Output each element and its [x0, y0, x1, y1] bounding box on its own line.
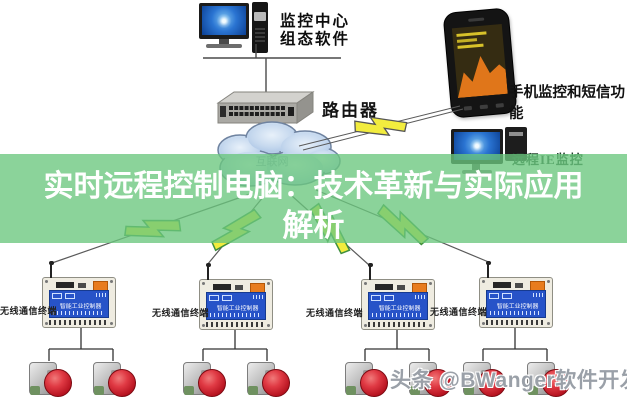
- title-line-1: 实时远程控制电脑：技术革新与实际应用: [43, 170, 584, 203]
- phone-screen-chart: [456, 31, 508, 99]
- terminal-label: 无线通信终端: [0, 306, 58, 316]
- wireless-terminal-device: 智能工业控制器: [361, 263, 435, 330]
- terminal-screen: 智能工业控制器: [49, 290, 109, 318]
- phone-label: 手机监控和短信功能: [509, 85, 625, 122]
- windows-logo-icon: [469, 139, 485, 153]
- terminal-screen-text: 智能工业控制器: [216, 304, 259, 312]
- phone-screen: [451, 23, 508, 99]
- wireless-terminal-device: 智能工业控制器: [199, 263, 273, 330]
- terminal-screen: 智能工业控制器: [206, 292, 266, 320]
- red-push-button: [525, 360, 570, 398]
- red-push-button: [181, 360, 226, 398]
- windows-logo-icon: [216, 13, 232, 28]
- red-push-button: [407, 360, 452, 398]
- monitoring-center-label: 监控中心 组态软件: [280, 13, 351, 48]
- mobile-phone-icon: [442, 7, 518, 119]
- antenna-icon: [485, 261, 491, 278]
- red-push-button: [343, 360, 388, 398]
- terminal-label: 无线通信终端: [306, 308, 364, 318]
- router-icon: [216, 91, 315, 124]
- title-line-2: 解析: [282, 208, 345, 243]
- monitor-screen: [202, 6, 246, 35]
- monitoring-center-computer-icon: [199, 3, 249, 39]
- lightning-bolt-phone-icon: [354, 116, 408, 137]
- terminal-screen: 智能工业控制器: [486, 290, 546, 318]
- monitor-stand: [219, 39, 229, 44]
- red-push-button: [91, 360, 136, 398]
- terminal-screen: 智能工业控制器: [368, 292, 428, 320]
- ie-computer-tower-icon: [505, 127, 527, 161]
- wireless-terminal-device: 智能工业控制器: [479, 261, 553, 328]
- router-label: 路由器: [322, 101, 379, 120]
- terminal-label: 无线通信终端: [430, 307, 488, 317]
- antenna-icon: [367, 263, 373, 280]
- antenna-icon: [48, 261, 54, 278]
- red-push-button: [27, 360, 72, 398]
- computer-tower-icon: [252, 2, 268, 53]
- terminal-screen-text: 智能工业控制器: [59, 302, 102, 310]
- monitor-base: [206, 44, 242, 48]
- watermark-text: 头条 @BWanger软件开发达人: [390, 369, 627, 392]
- terminal-screen-text: 智能工业控制器: [496, 302, 539, 310]
- red-push-button: [245, 360, 290, 398]
- terminal-label: 无线通信终端: [152, 308, 210, 318]
- title-banner-band: [0, 154, 627, 243]
- terminal-screen-text: 智能工业控制器: [378, 304, 421, 312]
- network-bus-lines: [203, 44, 341, 151]
- red-push-button: [461, 360, 506, 398]
- terminal-to-button-lines: [48, 328, 548, 361]
- antenna-icon: [205, 263, 211, 280]
- wireless-terminal-device: 智能工业控制器: [42, 261, 116, 328]
